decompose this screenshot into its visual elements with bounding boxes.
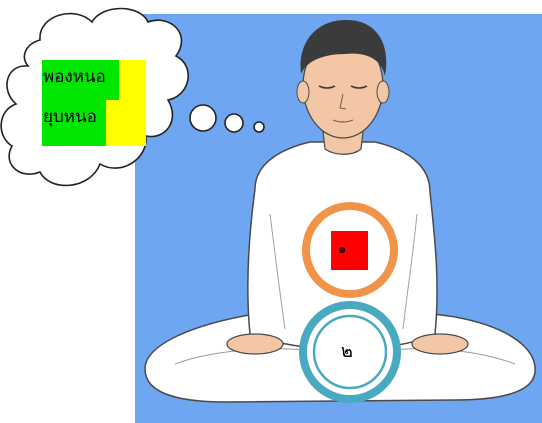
abdomen-marker: [331, 231, 368, 270]
thought-trail: [185, 100, 270, 140]
thought-line-rising: พองหนอ: [43, 69, 106, 86]
left-foot: [227, 334, 283, 354]
abdomen-marker-label: ๑: [338, 243, 346, 256]
thought-dot-large: [190, 105, 216, 131]
thought-dot-small: [254, 122, 264, 132]
base-marker-label: ๒: [341, 343, 353, 361]
thought-line-falling: ยุบหนอ: [43, 109, 97, 126]
right-foot: [412, 334, 468, 354]
thought-dot-medium: [225, 114, 243, 132]
